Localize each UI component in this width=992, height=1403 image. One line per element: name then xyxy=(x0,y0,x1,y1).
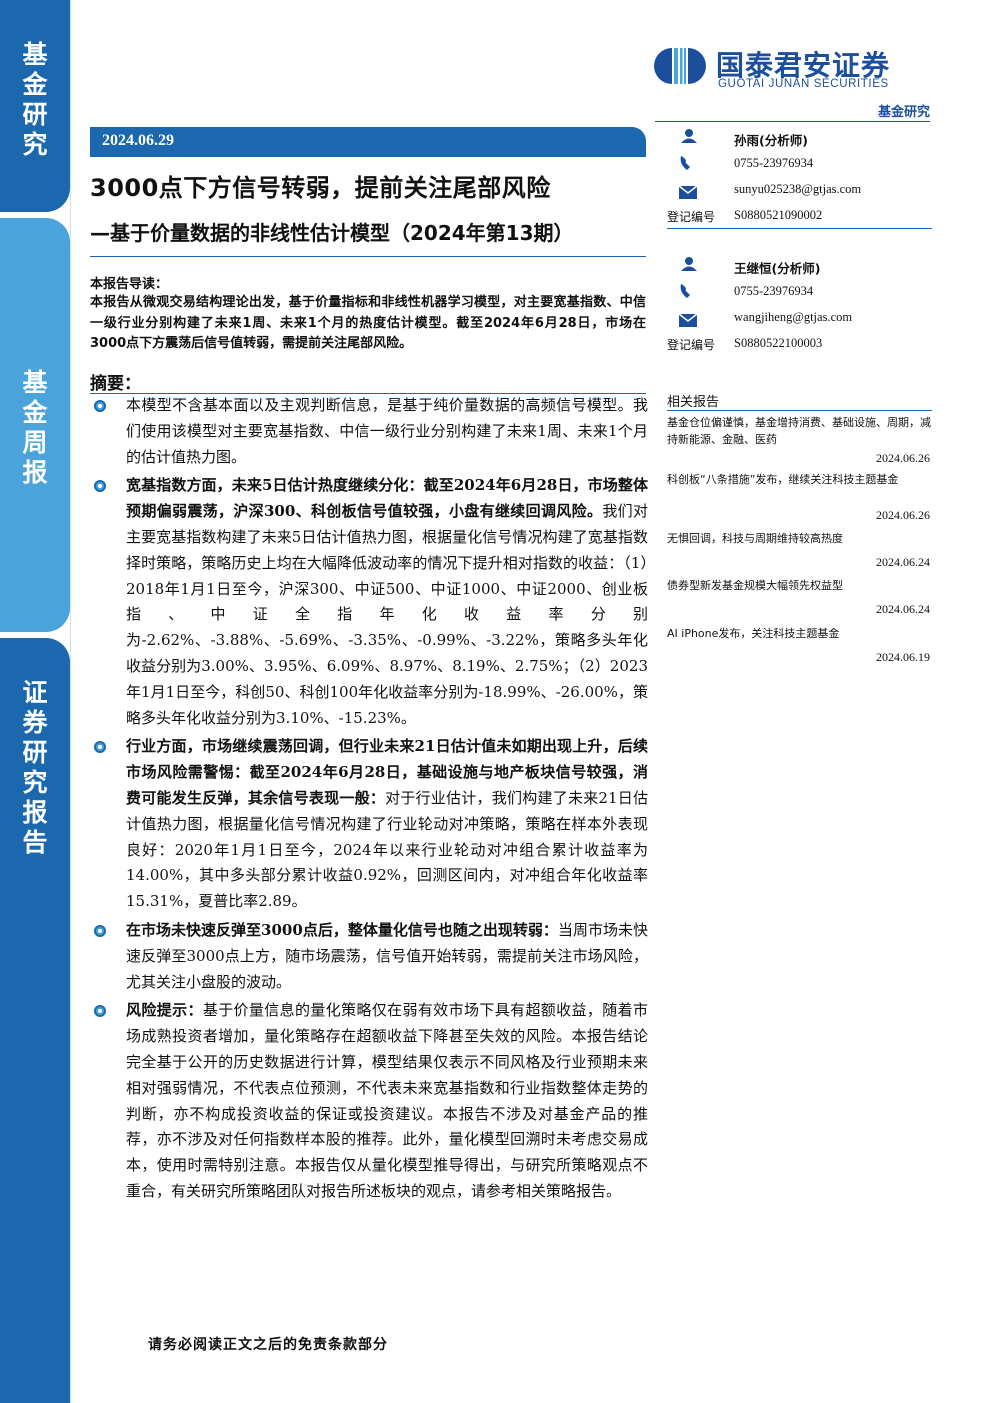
bullet-dot-icon xyxy=(94,924,106,937)
bullet-text: 我们对主要宽基指数构建了未来5日估计值热力图，根据量化信号情况构建了宽基指数择时… xyxy=(126,502,648,727)
disclaimer-footer: 请务必阅读正文之后的免责条款部分 xyxy=(148,1337,388,1353)
analyst-phone: 0755-23976934 xyxy=(734,156,814,170)
side-tab-char: 周 xyxy=(22,428,48,457)
bullet-bold-text: 风险提示： xyxy=(126,1001,203,1020)
bullet-bold-text: 在市场未快速反弹至3000点后，整体量化信号也随之出现转弱： xyxy=(126,920,558,939)
side-tab-char: 报 xyxy=(22,798,48,827)
contact-icons xyxy=(678,257,698,327)
side-tab-char: 金 xyxy=(22,398,48,427)
date-bar: 2024.06.29 xyxy=(90,127,646,157)
logo-english-name: GUOTAI JUNAN SECURITIES xyxy=(718,78,889,90)
summary-bullet: 行业方面，市场继续震荡回调，但行业未来21日估计值未如期出现上升，后续市场风险需… xyxy=(90,734,648,915)
phone-icon xyxy=(680,284,690,298)
analyst-card: 孙雨(分析师) 0755-23976934 sunyu025238@gtjas.… xyxy=(667,128,932,253)
company-logo: 国泰君安证券 GUOTAI JUNAN SECURITIES xyxy=(652,42,932,92)
side-tab-char: 金 xyxy=(22,70,48,99)
phone-icon xyxy=(680,156,690,170)
side-tab-char: 告 xyxy=(22,828,48,857)
title-divider xyxy=(90,256,646,257)
related-report-title[interactable]: AI iPhone发布，关注科技主题基金 xyxy=(667,627,840,640)
analyst-name: 孙雨(分析师) xyxy=(734,133,808,148)
related-report-date: 2024.06.26 xyxy=(876,451,930,465)
report-title: 3000点下方信号转弱，提前关注尾部风险 xyxy=(90,174,551,202)
analyst-phone: 0755-23976934 xyxy=(734,284,814,298)
summary-bullet: 在市场未快速反弹至3000点后，整体量化信号也随之出现转弱：当周市场未快速反弹至… xyxy=(90,918,648,995)
summary-bullet-list: 本模型不含基本面以及主观判断信息，是基于纯价量数据的高频信号模型。我们使用该模型… xyxy=(90,393,648,1205)
summary-bullet: 风险提示：基于价量信息的量化策略仅在弱有效市场下具有超额收益，随着市场成熟投资者… xyxy=(90,998,648,1204)
logo-mark-icon xyxy=(654,48,706,84)
bullet-text: 当周市场未快速反弹至3000点上方，随市场震荡，信号值开始转弱，需提前关注市场风… xyxy=(126,920,648,991)
side-tab-char: 基 xyxy=(22,40,48,69)
related-report-date: 2024.06.26 xyxy=(876,508,930,522)
side-tab-char: 券 xyxy=(22,708,48,737)
analyst-name: 王继恒(分析师) xyxy=(734,261,821,276)
summary-bullet: 宽基指数方面，未来5日估计热度继续分化：截至2024年6月28日，市场整体预期偏… xyxy=(90,473,648,731)
bullet-text: 对于行业估计，我们构建了未来21日估计值热力图，根据量化信号情况构建了行业轮动对… xyxy=(126,788,648,911)
header-divider xyxy=(655,121,930,122)
bullet-text: 基于价量信息的量化策略仅在弱有效市场下具有超额收益，随着市场成熟投资者增加，量化… xyxy=(126,1001,648,1200)
bullet-text: 本模型不含基本面以及主观判断信息，是基于纯价量数据的高频信号模型。我们使用该模型… xyxy=(126,396,648,466)
logo-chinese-name: 国泰君安证券 xyxy=(716,49,891,82)
summary-divider xyxy=(90,393,646,394)
related-report-title[interactable]: 科创板“八条措施”发布，继续关注科技主题基金 xyxy=(667,473,899,486)
lead-heading: 本报告导读： xyxy=(90,277,169,292)
related-report-title[interactable]: 债券型新发基金规模大幅领先权益型 xyxy=(667,579,843,592)
side-tab-char: 证 xyxy=(22,678,48,707)
analyst-email[interactable]: wangjiheng@gtjas.com xyxy=(734,310,853,324)
person-icon xyxy=(681,257,697,271)
bullet-dot-icon xyxy=(94,741,106,754)
side-tab-char: 研 xyxy=(22,738,48,767)
related-report-date: 2024.06.24 xyxy=(876,555,930,569)
analyst-card: 王继恒(分析师) 0755-23976934 wangjiheng@gtjas.… xyxy=(667,256,932,366)
email-icon xyxy=(678,313,698,327)
related-report-title[interactable]: 基金仓位偏谨慎，基金增持消费、基础设施、周期，减持新能源、金融、医药 xyxy=(667,416,931,446)
email-icon xyxy=(678,185,698,199)
summary-bullet: 本模型不含基本面以及主观判断信息，是基于纯价量数据的高频信号模型。我们使用该模型… xyxy=(90,393,648,470)
side-divider xyxy=(70,0,71,1403)
analyst-reg-no: S0880522100003 xyxy=(734,336,823,350)
bullet-dot-icon xyxy=(94,480,106,493)
side-tab-char: 研 xyxy=(22,100,48,129)
side-tab-securities-report: 证 券 研 究 报 告 xyxy=(0,638,70,1403)
analyst-reg-label: 登记编号 xyxy=(667,210,716,224)
bullet-bold-text: 行业方面，市场继续震荡回调，但行业未来21日估计值未如期出现上升，后续市场风险需… xyxy=(126,737,648,807)
analyst-divider xyxy=(667,228,932,229)
header-category-label: 基金研究 xyxy=(877,105,930,120)
side-tab-char: 究 xyxy=(22,130,48,159)
bullet-bold-text: 宽基指数方面，未来5日估计热度继续分化：截至2024年6月28日，市场整体预期偏… xyxy=(126,476,648,521)
related-report-date: 2024.06.24 xyxy=(876,602,930,616)
related-report-date: 2024.06.19 xyxy=(876,650,930,664)
analyst-reg-label: 登记编号 xyxy=(667,338,716,352)
report-date: 2024.06.29 xyxy=(102,132,174,149)
person-icon xyxy=(681,129,697,143)
lead-body: 本报告从微观交易结构理论出发，基于价量指标和非线性机器学习模型，对主要宽基指数、… xyxy=(90,295,646,351)
side-tab-fund-research: 基 金 研 究 xyxy=(0,0,70,212)
related-report-title[interactable]: 无惧回调，科技与周期维持较高热度 xyxy=(667,532,843,545)
related-reports-heading: 相关报告 xyxy=(667,395,720,410)
side-tab-char: 究 xyxy=(22,768,48,797)
side-tab-char: 基 xyxy=(22,368,48,397)
analyst-email[interactable]: sunyu025238@gtjas.com xyxy=(734,182,862,196)
side-tab-fund-weekly: 基 金 周 报 xyxy=(0,218,70,632)
analyst-reg-no: S0880521090002 xyxy=(734,208,823,222)
bullet-dot-icon xyxy=(94,1005,106,1018)
side-tab-char: 报 xyxy=(22,458,48,487)
summary-heading: 摘要： xyxy=(90,374,141,394)
contact-icons xyxy=(678,129,698,199)
bullet-dot-icon xyxy=(94,400,106,412)
report-subtitle: —基于价量数据的非线性估计模型（2024年第13期） xyxy=(90,221,574,245)
related-divider xyxy=(667,410,932,411)
